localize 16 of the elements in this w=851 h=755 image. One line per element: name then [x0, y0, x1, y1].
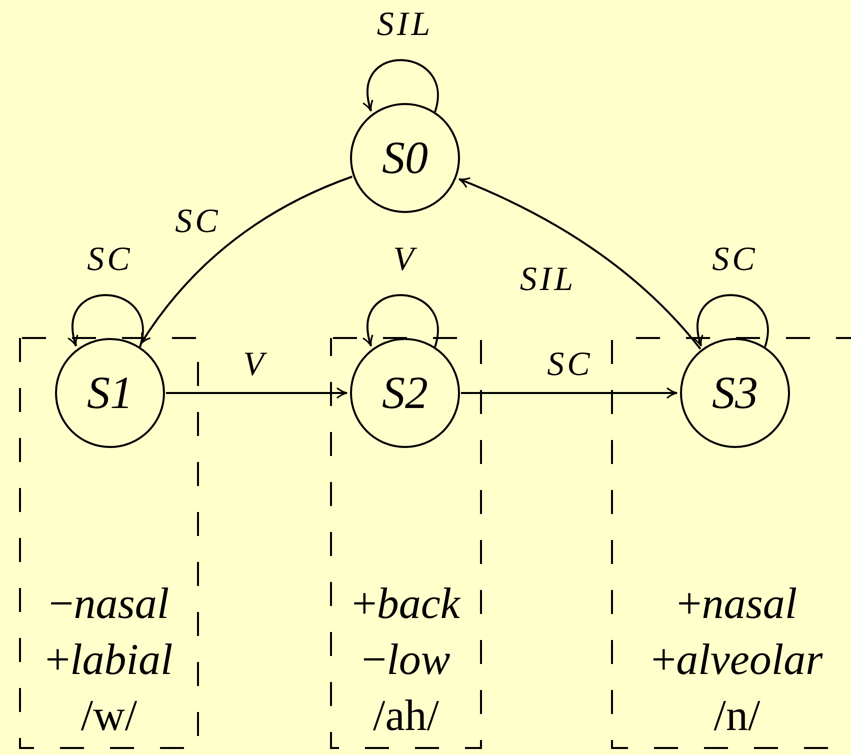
feature-label: /ah/ [373, 690, 439, 742]
feature-label: +back [352, 578, 460, 630]
feature-label: −low [362, 634, 450, 686]
state-label: S2 [382, 370, 428, 416]
feature-label: +labial [45, 634, 173, 686]
feature-label: +nasal [676, 578, 798, 630]
state-label: S3 [712, 370, 758, 416]
dashed-frame [20, 338, 198, 748]
feature-label: +alveolar [651, 634, 823, 686]
feature-label: /w/ [80, 690, 138, 742]
dashed-frame [331, 338, 481, 748]
dashed-frame [612, 338, 851, 748]
state-label: S0 [382, 135, 428, 181]
feature-label: /n/ [714, 690, 760, 742]
state-label: S1 [87, 370, 133, 416]
feature-label: −nasal [48, 578, 170, 630]
